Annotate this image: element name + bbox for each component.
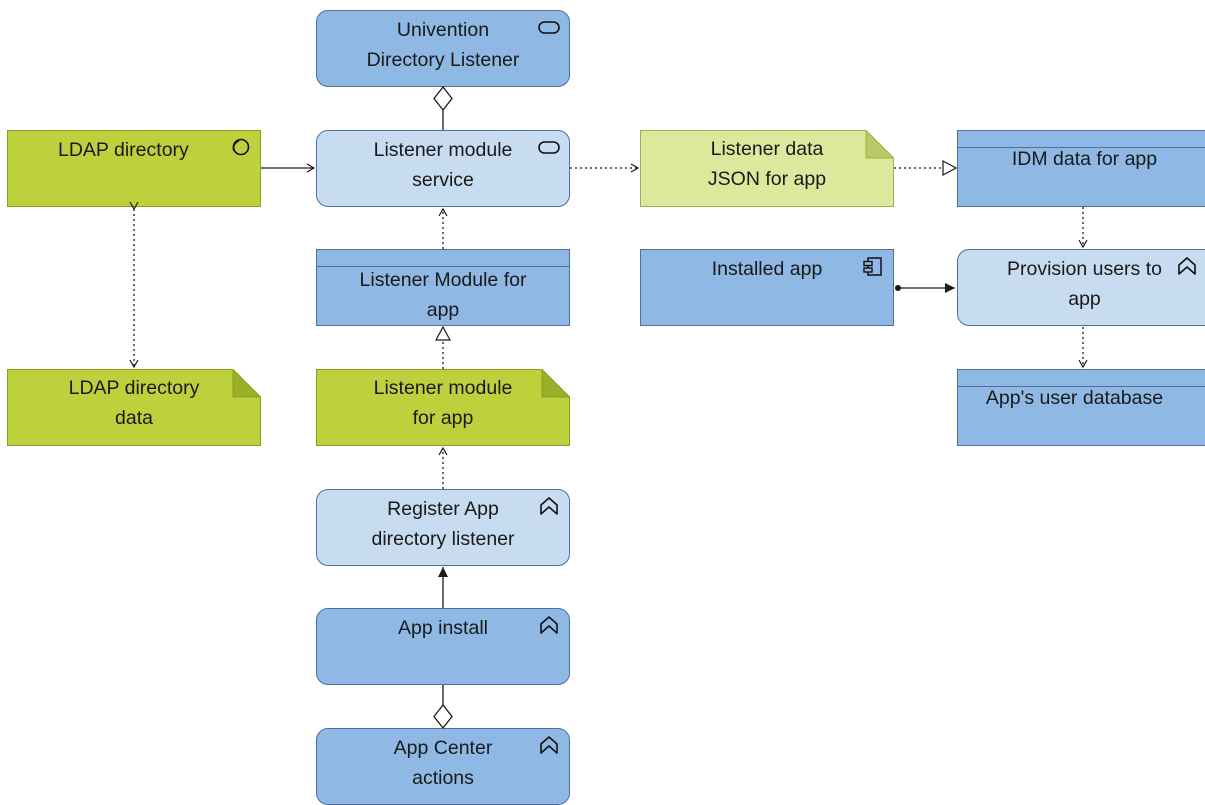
node-label: IDM data for app bbox=[1011, 148, 1158, 170]
ldap-directory-node[interactable]: LDAP directory bbox=[7, 130, 261, 207]
data-object-band bbox=[958, 386, 1205, 387]
idm-data-for-app-node[interactable]: IDM data for app bbox=[957, 130, 1205, 207]
process-icon bbox=[537, 496, 561, 518]
service-icon bbox=[537, 137, 561, 159]
apps-user-database-node[interactable]: App's user database bbox=[957, 369, 1205, 446]
process-icon bbox=[537, 615, 561, 637]
node-label: Installed app bbox=[711, 258, 823, 280]
process-icon bbox=[537, 735, 561, 757]
service-icon bbox=[537, 17, 561, 39]
aggregation-edge-udl-service bbox=[433, 85, 453, 130]
app-install-node[interactable]: App install bbox=[316, 608, 570, 685]
installed-app-node[interactable]: Installed app bbox=[640, 249, 894, 326]
system-software-icon bbox=[228, 137, 252, 159]
node-label: App install bbox=[398, 617, 488, 639]
node-label: LDAP directory bbox=[58, 139, 189, 161]
data-object-band bbox=[958, 147, 1205, 148]
process-icon bbox=[1175, 256, 1199, 278]
node-label: App's user database bbox=[985, 387, 1164, 409]
aggregation-edge-install-actions bbox=[433, 685, 453, 730]
data-object-band bbox=[317, 266, 569, 267]
component-icon bbox=[861, 256, 885, 278]
